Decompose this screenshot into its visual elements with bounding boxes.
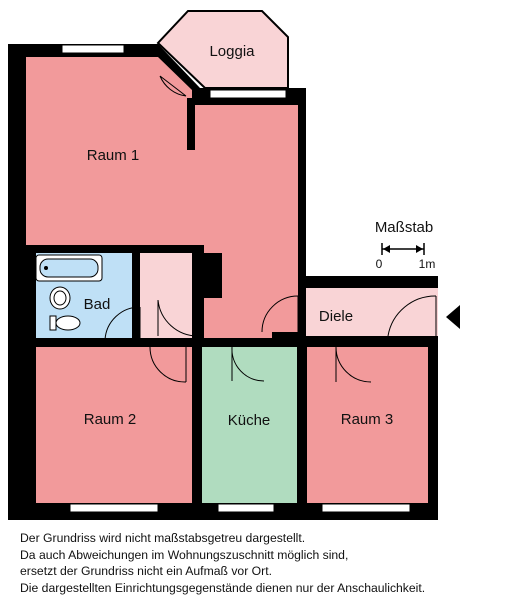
door-bad [104,306,141,341]
disclaimer-line: Die dargestellten Einrichtungsgegenständ… [20,580,426,595]
scale-bar: Maßstab 0 1m [375,219,436,271]
door-entrance [387,295,437,337]
door-raum-1 [261,295,299,333]
door-swings [104,75,437,383]
entrance-arrow-icon [446,305,460,329]
interior-walls [26,98,438,507]
window-raum-3 [321,503,411,513]
label-raum-2: Raum 2 [84,411,137,428]
scale-title: Maßstab [375,219,433,236]
room-hall-column [192,253,222,298]
label-loggia: Loggia [209,43,255,60]
scale-end: 1m [419,257,436,271]
window-raum-2 [69,503,159,513]
label-bad: Bad [84,296,111,313]
scale-start: 0 [376,257,383,271]
label-diele: Diele [319,308,353,325]
room-raum-2 [36,347,192,503]
door-loggia [159,75,187,97]
disclaimer-line: ersetzt der Grundriss nicht ein Aufmaß v… [20,564,272,578]
label-kueche: Küche [228,412,271,429]
room-labels: Raum 1 Loggia Bad Diele Raum 2 Küche Rau… [84,43,394,429]
door-raum-2 [149,346,187,383]
label-raum-3: Raum 3 [341,411,394,428]
window-raum-1 [61,44,125,54]
bath-fixtures [35,254,103,331]
room-raum-1 [26,57,298,345]
window-kueche [217,503,275,513]
toilet-icon [49,315,57,331]
washbasin-icon [49,286,71,310]
window-loggia-door [209,89,287,99]
windows [61,44,411,513]
room-diele [306,288,438,336]
room-loggia [156,10,289,89]
room-hall-inner [140,253,192,340]
room-kueche [202,347,297,503]
disclaimer: Der Grundriss wird nicht maßstabsgetreu … [20,530,500,596]
label-raum-1: Raum 1 [87,147,140,164]
door-raum-3 [335,346,372,383]
floor-plan: Maßstab 0 1m Raum 1 Loggia Bad Diele Rau… [8,10,460,520]
door-hall [157,299,199,337]
disclaimer-line: Da auch Abweichungen im Wohnungszuschnit… [20,547,349,562]
room-raum-3 [307,347,428,503]
disclaimer-line: Der Grundriss wird nicht maßstabsgetreu … [20,531,306,545]
room-fills [26,57,438,503]
